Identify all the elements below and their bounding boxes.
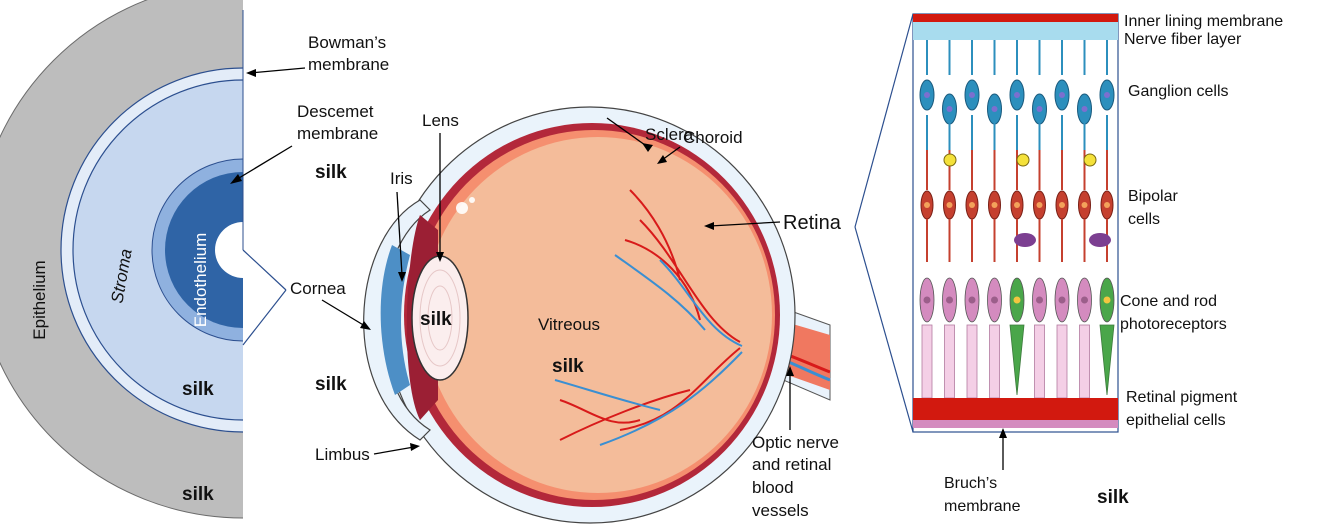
ganglion-nucleus [1104, 92, 1110, 98]
rod-outer-segment [990, 325, 1000, 398]
epithelium-silk-label: silk [182, 484, 214, 505]
ganglion-nucleus [924, 92, 930, 98]
bruch-label-1: Bruch’s [944, 475, 997, 492]
bruch-layer [913, 420, 1118, 428]
rpe-layer [913, 398, 1118, 420]
descemet-label-line2: membrane [297, 124, 378, 143]
endothelium-label: Endothelium [191, 233, 210, 328]
photoreceptor-nucleus [1059, 297, 1066, 304]
ganglion-label: Ganglion cells [1128, 83, 1229, 100]
descemet-silk-label: silk [315, 162, 347, 183]
retina-label: Retina [783, 212, 842, 234]
bowman-arrowhead [246, 69, 256, 77]
optic-nerve-label-4: vessels [752, 501, 809, 520]
cornea-pointer [322, 300, 365, 326]
bipolar-nucleus [1104, 202, 1110, 208]
zoom-line-lower [243, 290, 286, 345]
lens-label: Lens [422, 111, 459, 130]
photoreceptor-nucleus [1036, 297, 1043, 304]
photoreceptor-nucleus [946, 297, 953, 304]
optic-nerve-label-1: Optic nerve [752, 433, 839, 452]
photoreceptors-label-2: photoreceptors [1120, 316, 1227, 333]
bipolar-nucleus [947, 202, 953, 208]
descemet-label-line1: Descemet [297, 102, 374, 121]
bowman-pointer [250, 68, 305, 73]
inner-lining-label: Inner lining membrane [1124, 13, 1283, 30]
cell-columns [920, 40, 1114, 420]
rod-outer-segment [922, 325, 932, 398]
ganglion-nucleus [992, 106, 998, 112]
limbus-pointer [374, 447, 414, 454]
amacrine-cell [1017, 154, 1029, 166]
photoreceptor-nucleus [1081, 297, 1088, 304]
bowman-label-line1: Bowman’s [308, 33, 386, 52]
photoreceptor-nucleus [991, 297, 998, 304]
amacrine-cell [944, 154, 956, 166]
vitreous-silk-label: silk [552, 356, 584, 377]
bipolar-nucleus [924, 202, 930, 208]
cornea-silk-label: silk [315, 374, 347, 395]
nerve-fiber-label: Nerve fiber layer [1124, 31, 1242, 48]
bruch-label-2: membrane [944, 498, 1021, 515]
zoom-line-upper [243, 250, 286, 290]
bowman-label-line2: membrane [308, 55, 389, 74]
photoreceptor-nucleus [1104, 297, 1111, 304]
amacrine-cell [1084, 154, 1096, 166]
stroma-silk-label: silk [182, 379, 214, 400]
bipolar-nucleus [1082, 202, 1088, 208]
bipolar-nucleus [1037, 202, 1043, 208]
bipolar-nucleus [969, 202, 975, 208]
rod-outer-segment [1080, 325, 1090, 398]
bipolar-nucleus [1059, 202, 1065, 208]
rpe-label-1: Retinal pigment [1126, 389, 1238, 406]
rod-outer-segment [945, 325, 955, 398]
inner-lining-layer [913, 14, 1118, 22]
ganglion-nucleus [1037, 106, 1043, 112]
rod-outer-segment [1057, 325, 1067, 398]
bipolar-nucleus [992, 202, 998, 208]
optic-nerve-label-2: and retinal [752, 455, 831, 474]
ganglion-nucleus [1059, 92, 1065, 98]
rod-outer-segment [1035, 325, 1045, 398]
horizontal-cell [1089, 233, 1111, 247]
photoreceptor-nucleus [924, 297, 931, 304]
limbus-label: Limbus [315, 445, 370, 464]
optic-nerve-label-3: blood [752, 478, 794, 497]
photoreceptor-nucleus [1014, 297, 1021, 304]
zoom-line-retina-lower [855, 227, 913, 432]
epithelium-label: Epithelium [30, 260, 49, 339]
zoom-line-retina-upper [855, 14, 913, 227]
rod-outer-segment [967, 325, 977, 398]
photoreceptor-nucleus [969, 297, 976, 304]
nerve-fiber-layer [913, 22, 1118, 40]
rpe-label-2: epithelial cells [1126, 412, 1226, 429]
highlight-small [469, 197, 475, 203]
vitreous-label: Vitreous [538, 315, 600, 334]
bipolar-nucleus [1014, 202, 1020, 208]
ganglion-nucleus [947, 106, 953, 112]
ganglion-nucleus [1082, 106, 1088, 112]
lens-silk-label: silk [420, 309, 452, 330]
cornea-label: Cornea [290, 279, 346, 298]
highlight [456, 202, 468, 214]
retina-layers [913, 14, 1118, 432]
bruch-silk-label: silk [1097, 487, 1129, 508]
horizontal-cell [1014, 233, 1036, 247]
bipolar-label-1: Bipolar [1128, 188, 1178, 205]
ganglion-nucleus [1014, 92, 1020, 98]
photoreceptors-label-1: Cone and rod [1120, 293, 1217, 310]
iris-label: Iris [390, 169, 413, 188]
limbus-arrowhead [410, 443, 420, 451]
choroid-label: Choroid [683, 128, 743, 147]
ganglion-nucleus [969, 92, 975, 98]
bipolar-label-2: cells [1128, 211, 1160, 228]
